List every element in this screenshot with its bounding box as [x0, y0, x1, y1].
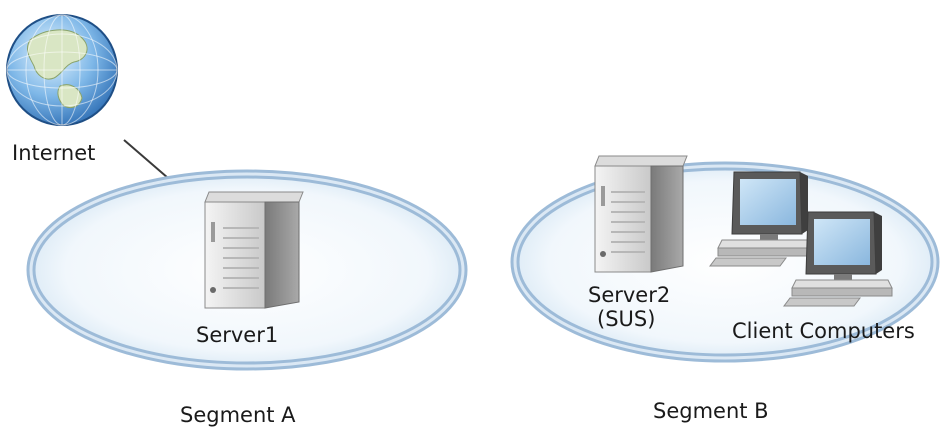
server-icon	[594, 155, 688, 273]
server-icon	[204, 191, 304, 309]
client-computers-label: Client Computers	[732, 319, 915, 343]
server1-label: Server1	[196, 323, 279, 347]
desktop-computer-icon	[709, 171, 819, 267]
server2-label-line2: (SUS)	[597, 307, 656, 331]
globe-icon	[6, 14, 118, 126]
server2-label-line1: Server2	[588, 283, 671, 307]
segment-b-title: Segment B	[653, 399, 769, 423]
internet-label: Internet	[12, 141, 96, 165]
segment-a-title: Segment A	[180, 403, 296, 427]
desktop-computer-icon	[783, 211, 893, 307]
internet-link-line	[123, 139, 169, 179]
